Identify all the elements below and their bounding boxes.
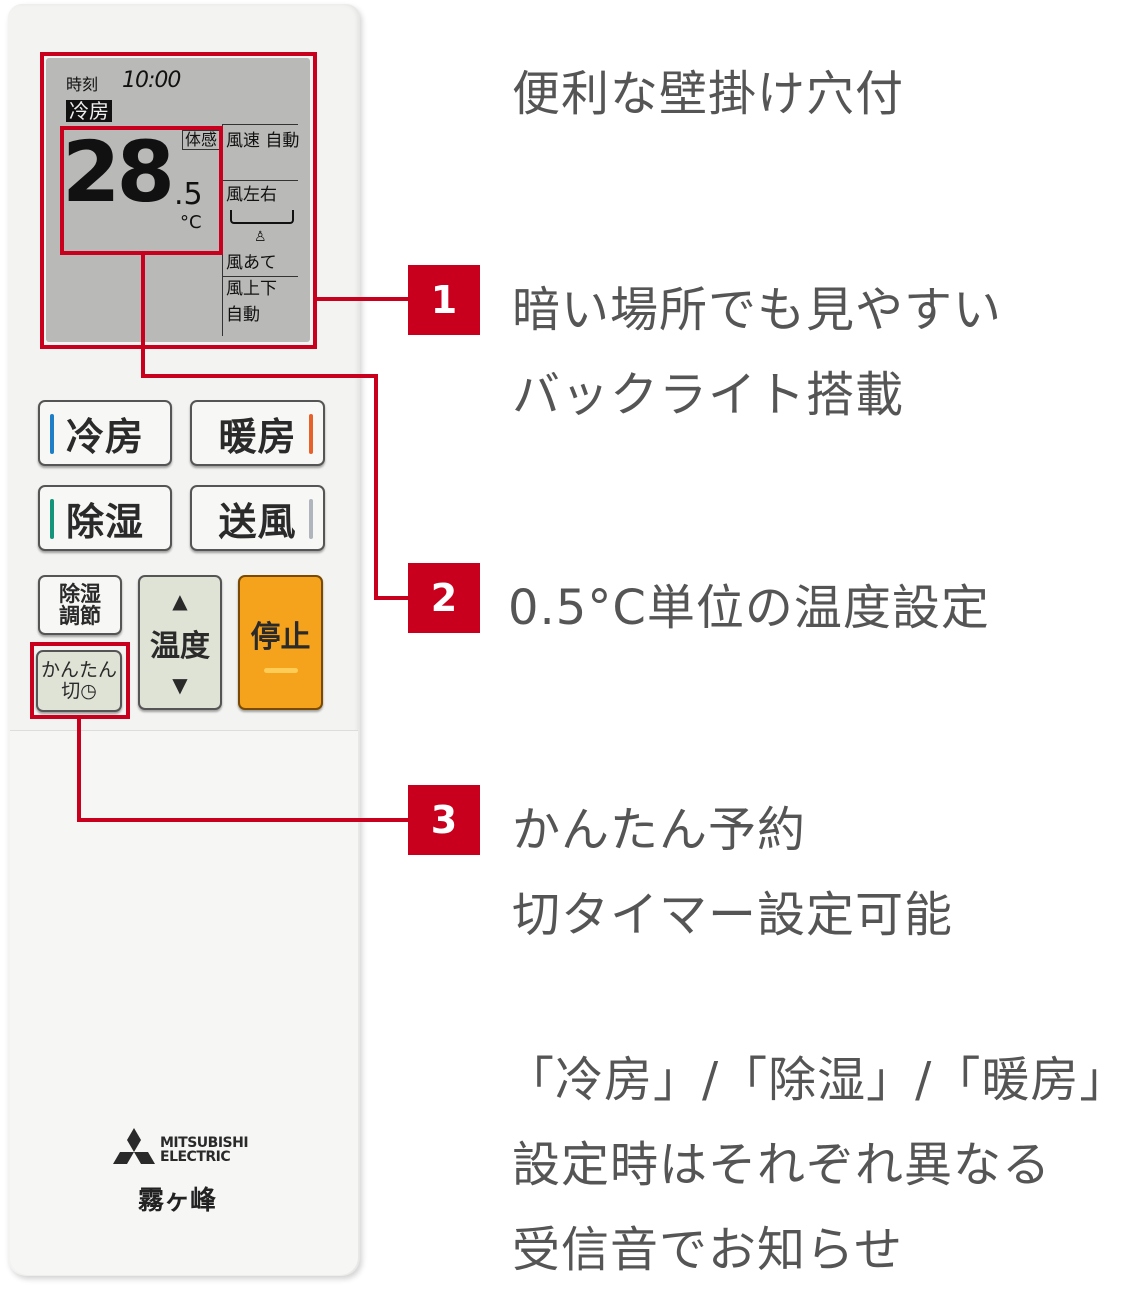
brand-name: MITSUBISHI ELECTRIC (160, 1135, 249, 1165)
feature-1-line-2: バックライト搭載 (512, 367, 905, 423)
connector-1 (316, 297, 408, 301)
feature-sound-line-2: 設定時はそれぞれ異なる (512, 1137, 1052, 1193)
feature-2-line-1: 0.5°C単位の温度設定 (508, 580, 990, 636)
temperature-value: 28 (62, 123, 175, 221)
feature-1-line-1: 暗い場所でも見やすい (512, 282, 1003, 338)
cool-stripe (50, 414, 54, 454)
fan-label: 送風 (218, 499, 297, 544)
fan-ud: 風上下 (226, 279, 277, 299)
heat-stripe (309, 414, 313, 454)
heat-label: 暖房 (218, 414, 297, 459)
fan-lr: 風左右 (226, 185, 277, 205)
fan-button[interactable]: 送風 (190, 485, 325, 551)
clock-time: 10:00 (122, 68, 181, 93)
connector-2d (374, 596, 408, 600)
arrow-up-icon[interactable]: ▲ (172, 588, 188, 613)
cool-label: 冷房 (65, 414, 144, 459)
cool-button[interactable]: 冷房 (38, 400, 172, 466)
dry-adjust-label-2: 調節 (59, 604, 101, 628)
feature-wall-hook: 便利な壁掛け穴付 (512, 66, 905, 122)
clock-icon: ◷ (80, 680, 97, 702)
connector-3b (77, 818, 408, 822)
stop-label: 停止 (250, 620, 311, 655)
mode-indicator: 冷房 (66, 100, 112, 122)
highlight-easy-timer (30, 642, 130, 719)
feature-3-line-1: かんたん予約 (512, 802, 807, 858)
highlight-temperature (60, 126, 223, 255)
temperature-unit: °C (180, 212, 202, 233)
temperature-label: 温度 (150, 628, 210, 664)
vane-icon (230, 210, 294, 224)
feature-sound-line-1: 「冷房」/「除湿」/「暖房」 (506, 1052, 1128, 1108)
badge-1: 1 (408, 265, 480, 335)
dry-stripe (50, 499, 54, 539)
feature-sound-line-3: 受信音でお知らせ (512, 1222, 904, 1278)
badge-3: 3 (408, 785, 480, 855)
temperature-decimal: .5 (174, 177, 203, 212)
temperature-button[interactable]: ▲ 温度 ▼ (138, 575, 222, 710)
connector-3a (77, 718, 81, 822)
fan-stripe (309, 499, 313, 539)
heat-button[interactable]: 暖房 (190, 400, 325, 466)
connector-2a (141, 254, 145, 378)
fan-speed: 風速 自動 (226, 131, 300, 151)
easy-timer-button[interactable]: かんたん 切◷ (36, 650, 122, 712)
easy-timer-label-1: かんたん (40, 659, 117, 682)
dry-adjust-button[interactable]: 除湿 調節 (38, 575, 122, 635)
connector-2b (141, 374, 378, 378)
stop-indicator (263, 668, 298, 673)
dry-button[interactable]: 除湿 (38, 485, 172, 551)
taikan-indicator: 体感 (182, 130, 220, 150)
highlight-lcd (40, 52, 317, 349)
dry-adjust-label-1: 除湿 (59, 581, 101, 606)
mitsubishi-logo-icon (113, 1128, 155, 1164)
easy-timer-label-2: 切 (61, 680, 81, 702)
dry-label: 除湿 (65, 499, 144, 544)
stop-button[interactable]: 停止 (238, 575, 323, 710)
fan-ate: 風あて (226, 253, 277, 273)
person-icon: ♙ (254, 229, 267, 245)
connector-2c (374, 374, 378, 600)
series-logo: 霧ヶ峰 (138, 1186, 217, 1216)
fan-auto: 自動 (226, 305, 260, 325)
lcd-display: 時刻 10:00 冷房 28 .5 °C 体感 風速 自動 風左右 ♙ 風あて … (46, 58, 310, 342)
feature-3-line-2: 切タイマー設定可能 (512, 887, 954, 943)
badge-2: 2 (408, 563, 480, 633)
clock-label: 時刻 (66, 75, 99, 94)
arrow-down-icon[interactable]: ▼ (172, 672, 188, 697)
